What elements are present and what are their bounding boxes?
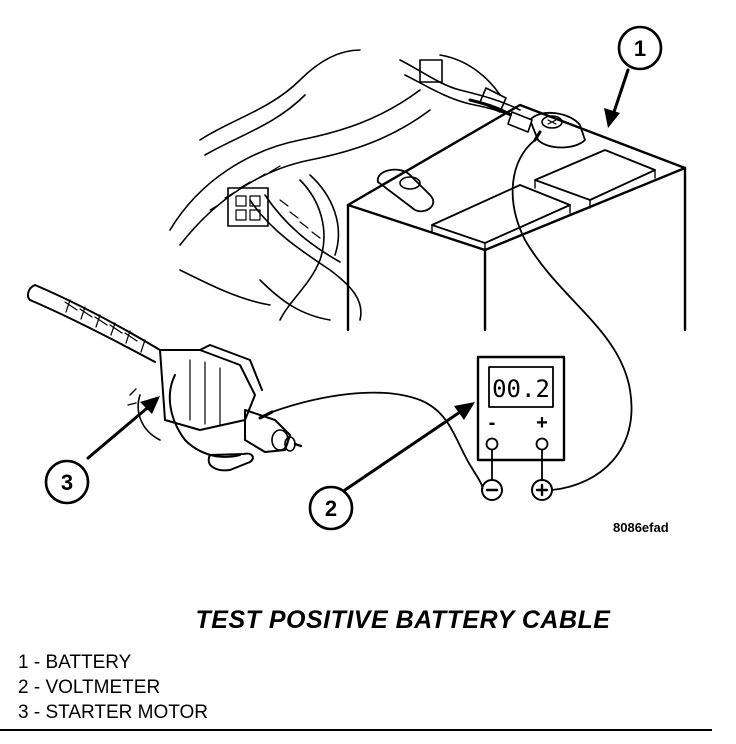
legend-item-starter-motor: 3 - STARTER MOTOR [18, 702, 209, 723]
callout-arrowheads [140, 108, 620, 420]
voltmeter-positive-sign: + [536, 412, 548, 434]
test-leads [258, 130, 633, 491]
figure-code: 8086efad [613, 520, 669, 535]
wiring-harness [169, 49, 521, 321]
figure-title: TEST POSITIVE BATTERY CABLE [195, 606, 611, 634]
voltmeter [476, 355, 566, 501]
callout-1-label: 1 [634, 36, 646, 61]
legend: 1 - BATTERY 2 - VOLTMETER 3 - STARTER MO… [18, 650, 208, 725]
battery [346, 98, 687, 332]
voltmeter-reading: 00.2 [492, 375, 550, 403]
starter-motor [26, 284, 303, 472]
diagram: 1 2 3 00.2 - + 8086efad [26, 25, 687, 535]
voltmeter-negative-sign: - [489, 412, 496, 434]
legend-item-voltmeter: 2 - VOLTMETER [18, 677, 161, 698]
callout-2-label: 2 [325, 496, 337, 521]
bottom-rule [0, 729, 712, 731]
callout-leaders [86, 68, 630, 494]
legend-item-battery: 1 - BATTERY [18, 652, 132, 673]
callout-circles [44, 25, 663, 531]
callout-3-label: 3 [61, 470, 73, 495]
